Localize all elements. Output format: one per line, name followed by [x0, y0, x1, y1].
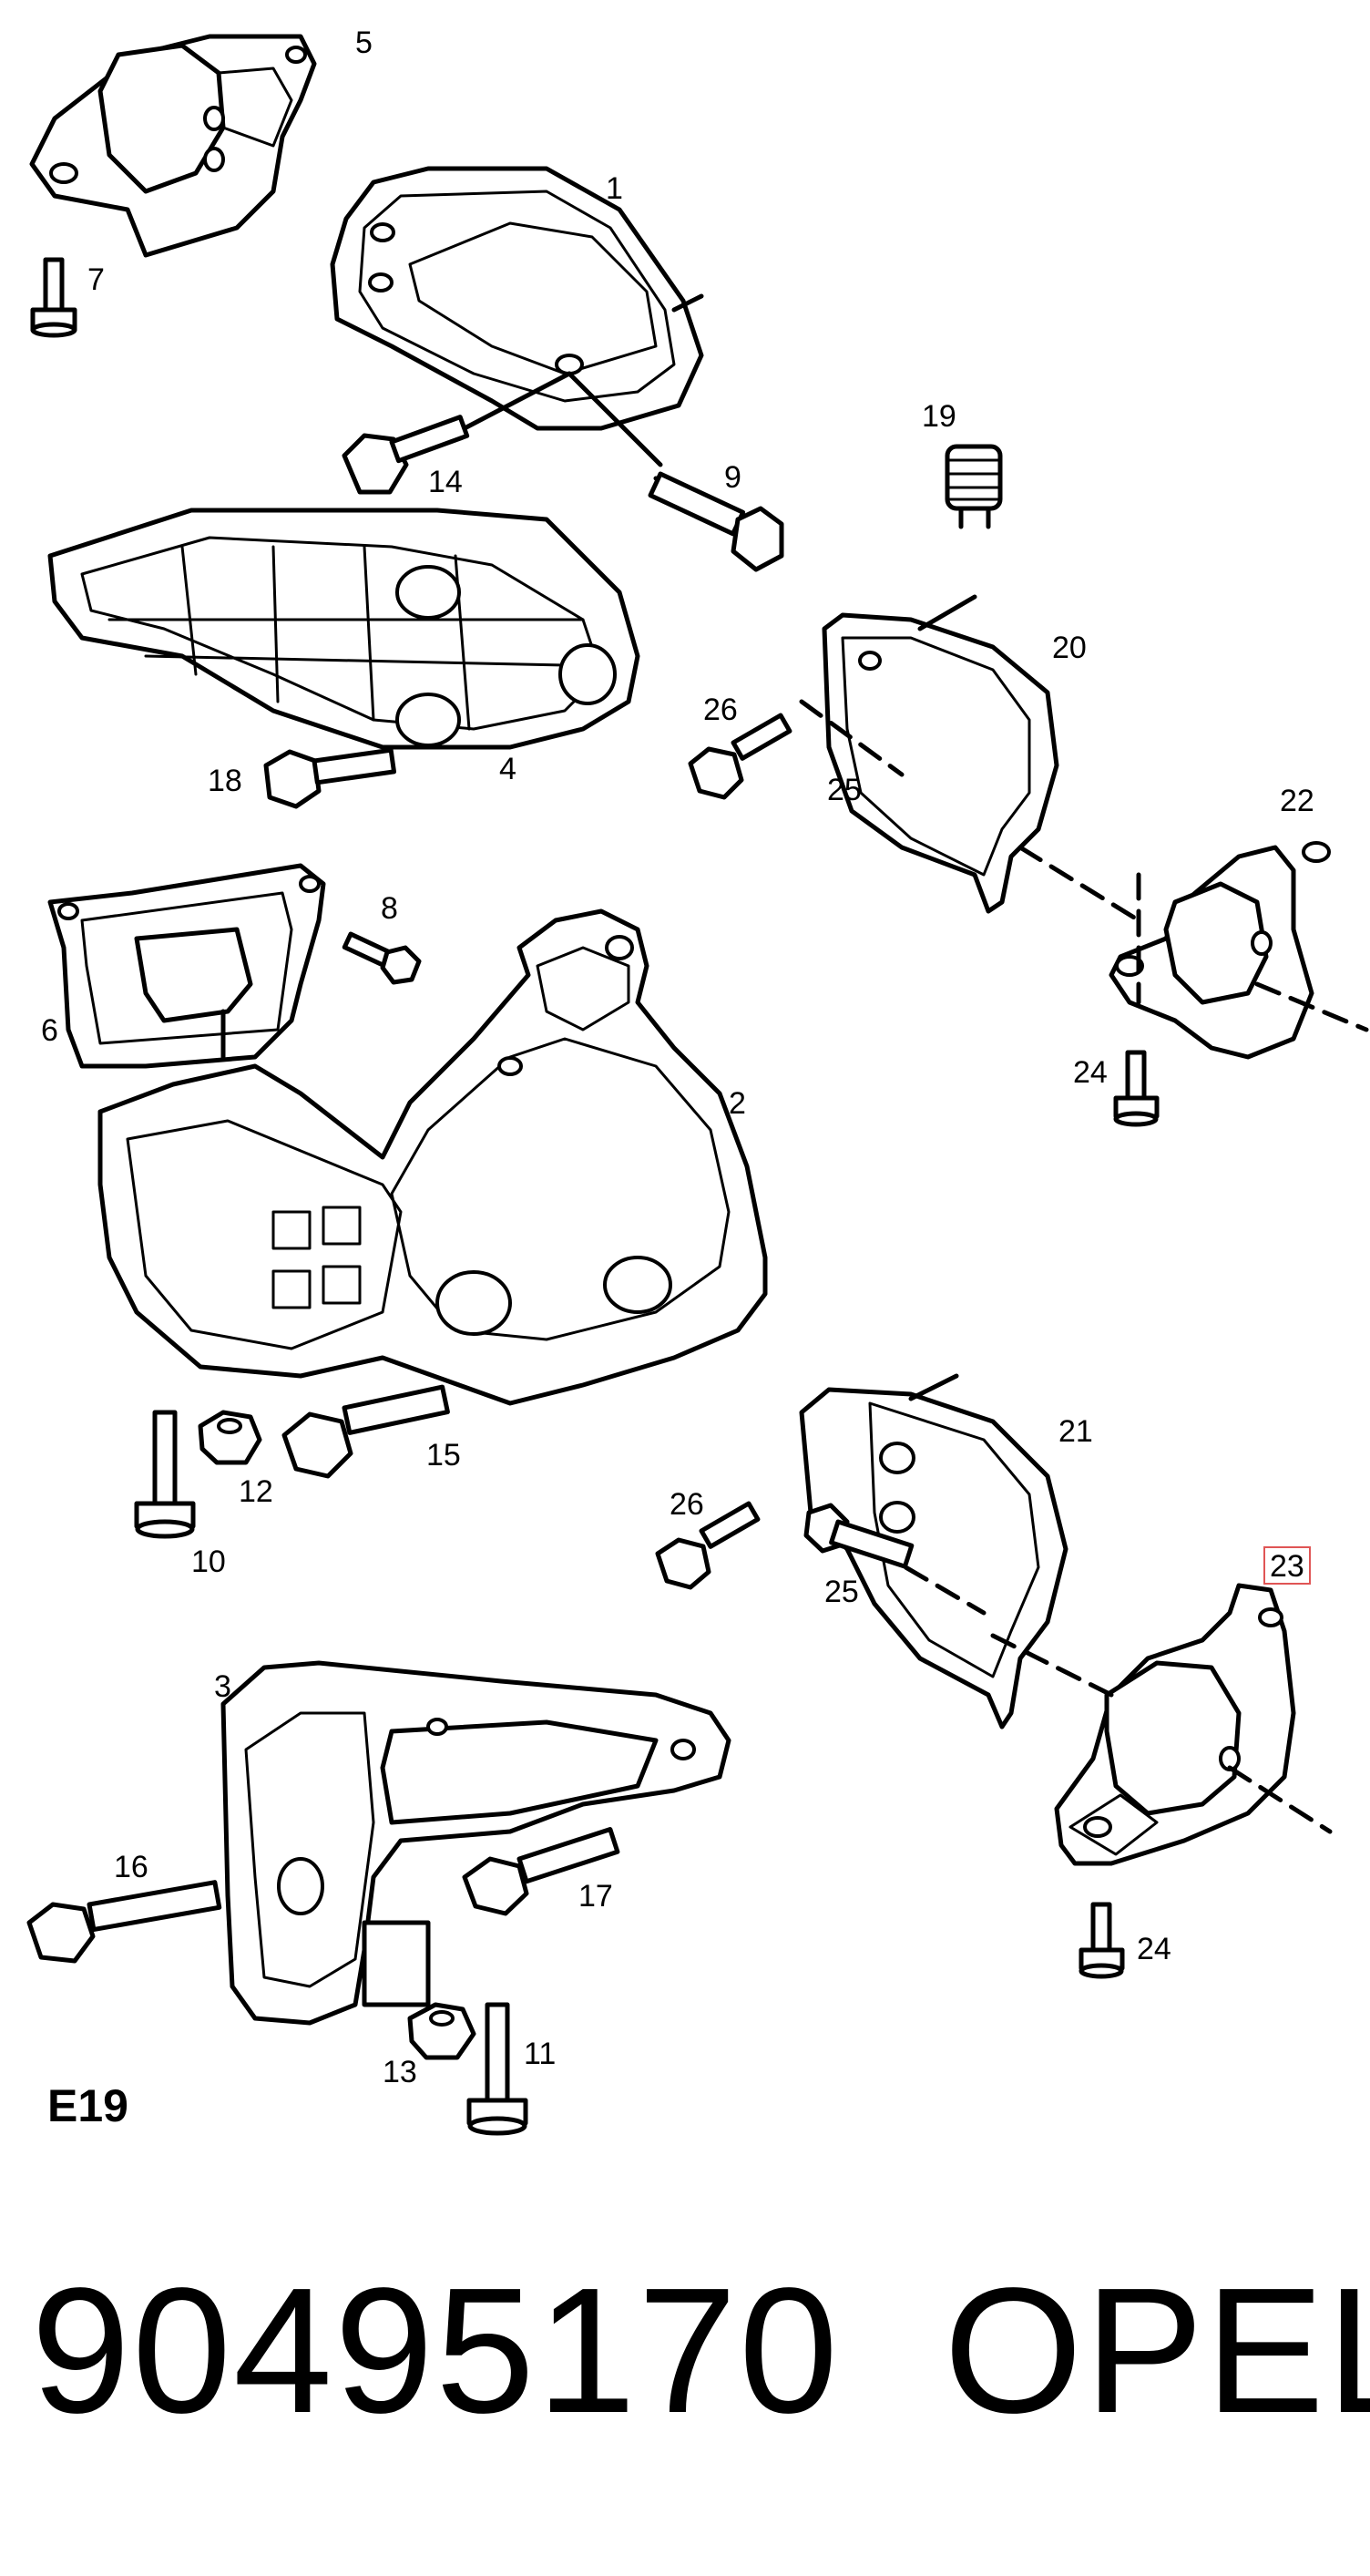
label-16: 16	[114, 1850, 148, 1884]
part-19-threaded-insert	[945, 444, 1003, 529]
label-11: 11	[524, 2037, 556, 2071]
part-2-engine-mount-bracket	[97, 908, 768, 1406]
label-18: 18	[208, 764, 242, 798]
part-23-rubber-mount-highlighted	[990, 1583, 1333, 1866]
label-10: 10	[191, 1545, 226, 1579]
part-24-screw-upper	[1113, 1050, 1160, 1127]
part-17-bolt	[462, 1827, 620, 1916]
part-26-screw-lower	[655, 1501, 761, 1590]
label-5: 5	[355, 26, 373, 60]
part-22-rubber-mount	[1017, 841, 1369, 1060]
part-18-bolt	[263, 747, 397, 809]
part-11-bolt	[466, 2002, 528, 2136]
part-6-mount-plate	[47, 863, 326, 1069]
label-15: 15	[426, 1438, 461, 1473]
part-24-screw-lower	[1079, 1902, 1125, 1979]
section-code: E19	[47, 2080, 128, 2131]
label-25-lower: 25	[824, 1575, 859, 1609]
part-8-screw	[342, 931, 422, 985]
label-9: 9	[724, 460, 741, 495]
label-22: 22	[1280, 784, 1314, 818]
label-14: 14	[428, 465, 463, 499]
label-20: 20	[1052, 631, 1087, 665]
label-3: 3	[214, 1669, 231, 1704]
part-number: 90495170	[31, 2251, 841, 2450]
part-15-bolt	[281, 1384, 450, 1479]
label-12: 12	[239, 1474, 273, 1509]
part-13-nut	[407, 2002, 476, 2060]
label-24-upper: 24	[1073, 1055, 1108, 1090]
brand-name: OPEL	[944, 2251, 1370, 2450]
label-23-highlight-box	[1263, 1546, 1311, 1585]
label-2: 2	[729, 1086, 746, 1121]
label-19: 19	[922, 399, 956, 434]
part-26-screw-upper	[688, 713, 792, 800]
label-26-upper: 26	[703, 693, 738, 727]
part-1-plate-bracket	[330, 166, 704, 431]
part-20-bracket	[799, 594, 1059, 914]
part-9-bolt	[567, 371, 784, 572]
part-7-screw	[30, 257, 77, 338]
label-1: 1	[606, 171, 623, 206]
part-4-frame-bracket	[47, 508, 640, 750]
part-3-lower-bracket	[220, 1660, 731, 2026]
label-24-lower: 24	[1137, 1932, 1171, 1966]
label-23: 23	[1270, 1549, 1304, 1584]
part-10-bolt	[134, 1410, 196, 1539]
part-21-bracket	[799, 1373, 1068, 1729]
part-14-bolt	[342, 371, 572, 495]
label-6: 6	[41, 1013, 58, 1048]
part-5-mount-bracket	[29, 34, 317, 258]
label-8: 8	[381, 891, 398, 926]
label-25-upper: 25	[827, 773, 862, 807]
label-21: 21	[1058, 1414, 1093, 1449]
part-16-bolt	[26, 1880, 222, 1964]
label-7: 7	[87, 262, 105, 297]
part-12-nut	[198, 1410, 262, 1465]
label-17: 17	[578, 1879, 613, 1914]
label-13: 13	[383, 2055, 417, 2089]
part-25-bolt-lower	[803, 1503, 915, 1569]
label-26-lower: 26	[670, 1487, 704, 1522]
label-4: 4	[499, 752, 516, 786]
